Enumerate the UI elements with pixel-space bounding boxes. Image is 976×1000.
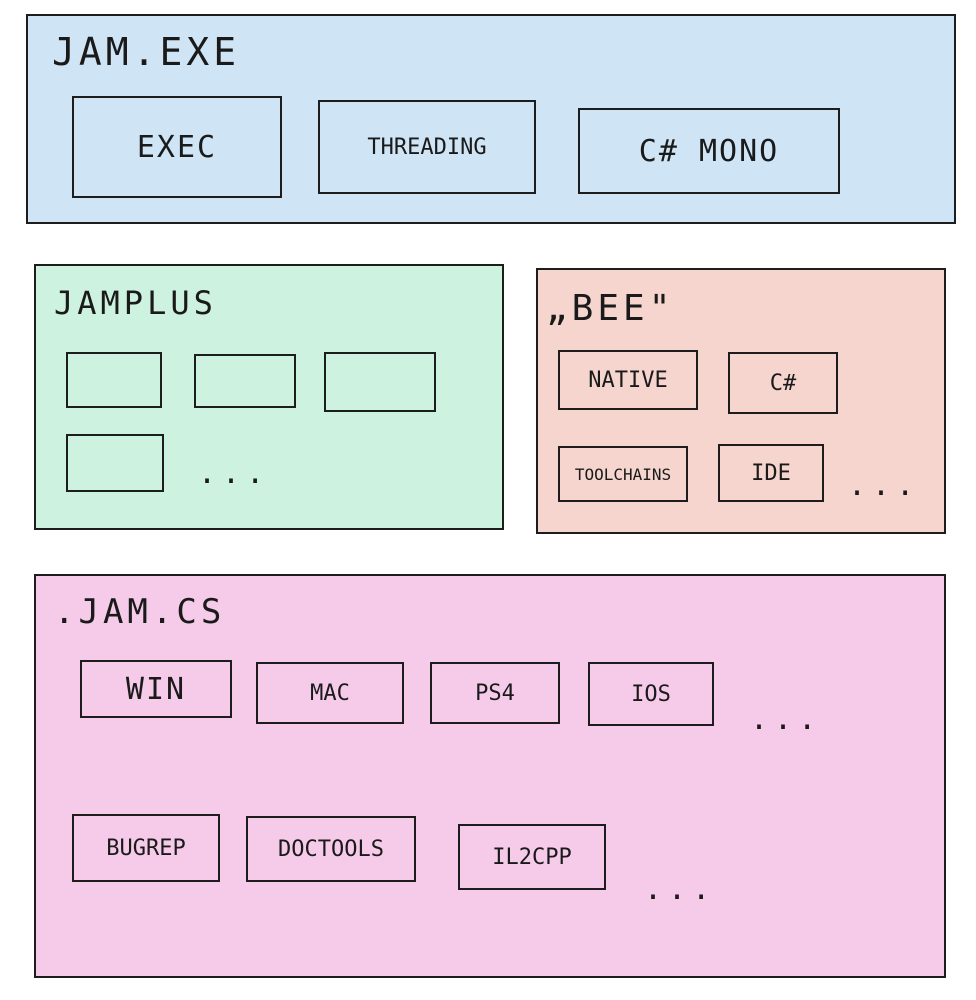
jam-exe-panel: JAM.EXE EXEC THREADING C# MONO bbox=[26, 14, 956, 224]
jam-cs-panel: .JAM.CS WIN MAC PS4 IOS ... BUGREP DOCTO… bbox=[34, 574, 946, 978]
exec-box: EXEC bbox=[72, 96, 282, 198]
bee-panel: „BEE" NATIVE C# TOOLCHAINS IDE ... bbox=[536, 268, 946, 534]
mac-box: MAC bbox=[256, 662, 404, 724]
jamplus-empty-box-1 bbox=[66, 352, 162, 408]
toolchains-box: TOOLCHAINS bbox=[558, 446, 688, 502]
bee-title: „BEE" bbox=[546, 288, 675, 329]
ps4-box: PS4 bbox=[430, 662, 560, 724]
win-box: WIN bbox=[80, 660, 232, 718]
jamplus-panel: JAMPLUS ... bbox=[34, 264, 504, 530]
jam-cs-row1-ellipsis: ... bbox=[750, 702, 823, 737]
csharp-mono-box: C# MONO bbox=[578, 108, 840, 194]
jamplus-ellipsis: ... bbox=[198, 456, 271, 491]
jam-cs-row2-ellipsis: ... bbox=[644, 872, 717, 907]
doctools-box: DOCTOOLS bbox=[246, 816, 416, 882]
il2cpp-box: IL2CPP bbox=[458, 824, 606, 890]
jamplus-empty-box-3 bbox=[324, 352, 436, 412]
jam-cs-title: .JAM.CS bbox=[54, 592, 226, 632]
jamplus-title: JAMPLUS bbox=[54, 284, 217, 322]
csharp-box: C# bbox=[728, 352, 838, 414]
native-box: NATIVE bbox=[558, 350, 698, 410]
jam-exe-title: JAM.EXE bbox=[52, 30, 241, 74]
bee-ellipsis: ... bbox=[848, 468, 921, 503]
ios-box: IOS bbox=[588, 662, 714, 726]
ide-box: IDE bbox=[718, 444, 824, 502]
bugrep-box: BUGREP bbox=[72, 814, 220, 882]
jamplus-empty-box-4 bbox=[66, 434, 164, 492]
threading-box: THREADING bbox=[318, 100, 536, 194]
jamplus-empty-box-2 bbox=[194, 354, 296, 408]
